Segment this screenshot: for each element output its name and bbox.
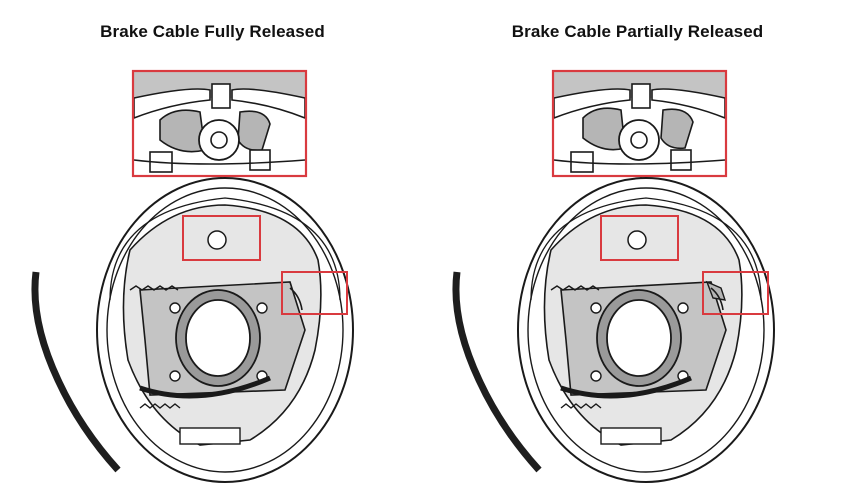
lower-spring [139, 403, 181, 409]
adjuster-spring [560, 375, 692, 399]
bolt-icon [169, 370, 181, 382]
brake-cable [452, 271, 542, 473]
parking-lever [710, 287, 724, 311]
hub [596, 289, 682, 387]
anchor-highlight-box [182, 215, 261, 261]
brake-assembly-diagram-left [31, 69, 354, 483]
bolt-icon [590, 370, 602, 382]
zoom-inset [131, 69, 308, 178]
adjuster [179, 427, 241, 445]
lower-spring [560, 403, 602, 409]
bolt-icon [169, 302, 181, 314]
panel-partially-released: Brake Cable Partially Released [425, 0, 850, 496]
bolt-icon [256, 302, 268, 314]
hub [175, 289, 261, 387]
upper-spring [129, 285, 179, 291]
lever-highlight-box [281, 271, 348, 315]
lever-highlight-box [702, 271, 769, 315]
title-partially-released: Brake Cable Partially Released [511, 22, 764, 41]
parking-lever [289, 287, 303, 311]
title-fully-released: Brake Cable Fully Released [100, 22, 325, 41]
upper-spring [550, 285, 600, 291]
bolt-icon [590, 302, 602, 314]
adjuster [600, 427, 662, 445]
zoom-inset [551, 69, 728, 178]
panel-fully-released: Brake Cable Fully Released [0, 0, 425, 496]
brake-cable [31, 271, 121, 473]
bolt-icon [677, 302, 689, 314]
brake-assembly-diagram-right [452, 69, 775, 483]
adjuster-spring [139, 375, 271, 399]
anchor-highlight-box [600, 215, 679, 261]
